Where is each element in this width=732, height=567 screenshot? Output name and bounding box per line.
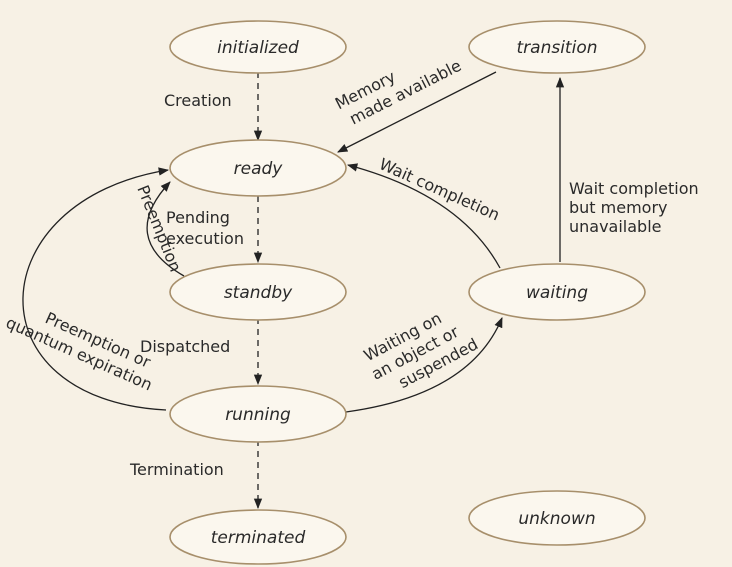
- state-unknown-label: unknown: [518, 509, 595, 529]
- edge-preemption: [146, 181, 185, 277]
- state-running: running: [169, 385, 347, 443]
- state-standby-label: standby: [224, 283, 293, 303]
- state-running-label: running: [225, 405, 291, 425]
- state-standby: standby: [169, 263, 347, 321]
- state-transition: transition: [468, 20, 646, 74]
- state-initialized-label: initialized: [217, 38, 299, 58]
- state-ready-label: ready: [234, 159, 284, 179]
- label-termination: Termination: [129, 460, 224, 479]
- label-wait-no-memory-line3: unavailable: [569, 217, 662, 236]
- label-memory-made-available: Memory made available: [332, 56, 464, 129]
- state-waiting: waiting: [468, 263, 646, 321]
- label-waiting-on-object: Waiting on an object or suspended: [361, 308, 482, 392]
- state-ready: ready: [169, 139, 347, 197]
- state-initialized: initialized: [169, 20, 347, 74]
- label-wait-no-memory-line2: but memory: [569, 198, 668, 217]
- edge-waiting-on-object: [345, 317, 503, 413]
- edge-memory-made-available: [337, 71, 497, 153]
- edge-preemption-or-quantum: [22, 167, 170, 411]
- state-unknown: unknown: [468, 490, 646, 546]
- state-transition-label: transition: [517, 38, 598, 58]
- state-waiting-label: waiting: [526, 283, 588, 303]
- label-wait-completion: Wait completion: [376, 154, 502, 224]
- state-terminated: terminated: [169, 509, 347, 565]
- edge-wait-completion: [346, 163, 501, 269]
- state-terminated-label: terminated: [211, 528, 306, 548]
- label-creation: Creation: [164, 91, 232, 110]
- label-pending-line2: execution: [166, 229, 244, 248]
- label-wait-completion-text: Wait completion: [376, 154, 502, 224]
- label-pending-line1: Pending: [166, 208, 230, 227]
- label-wait-no-memory-line1: Wait completion: [569, 179, 699, 198]
- label-dispatched: Dispatched: [140, 337, 230, 356]
